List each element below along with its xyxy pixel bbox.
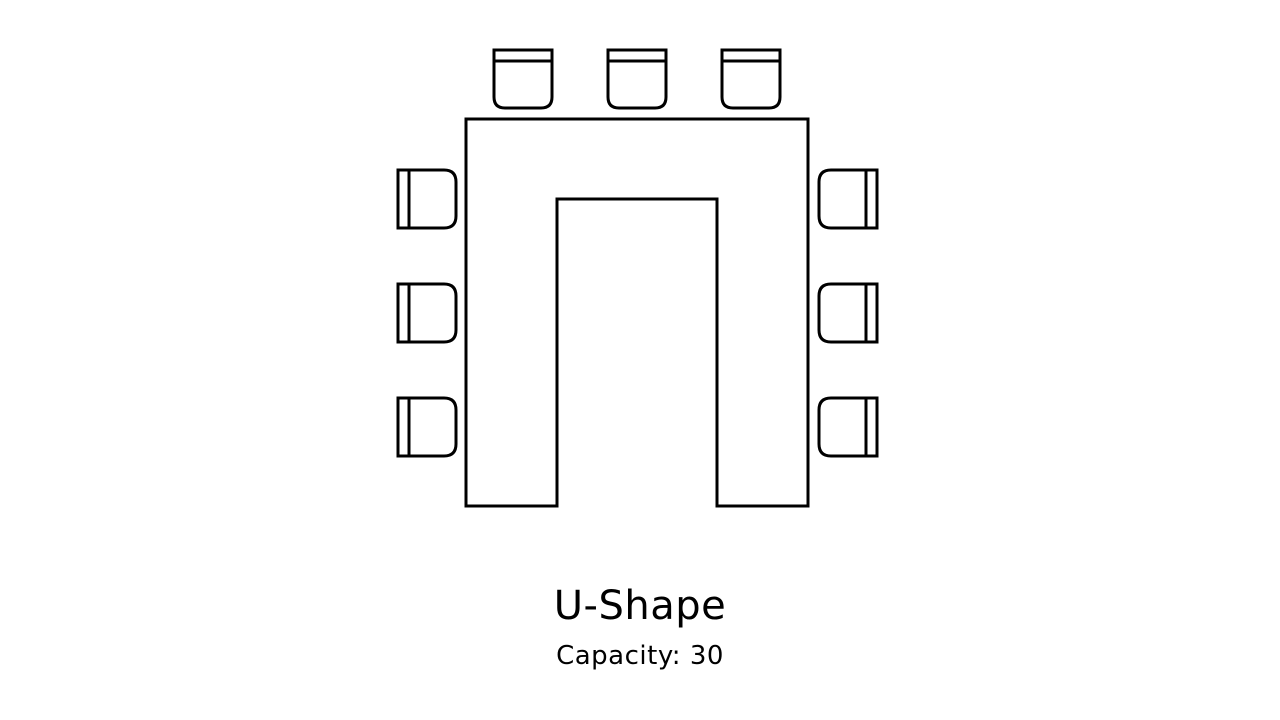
layout-title: U-Shape bbox=[553, 583, 727, 629]
chair-left-2 bbox=[396, 282, 458, 344]
chair-top-1 bbox=[492, 48, 554, 110]
chair-left-1 bbox=[396, 168, 458, 230]
chair-left-3 bbox=[396, 396, 458, 458]
chair-top-2 bbox=[606, 48, 668, 110]
u-shape-table bbox=[464, 117, 810, 508]
chair-right-2 bbox=[817, 282, 879, 344]
chair-top-3 bbox=[720, 48, 782, 110]
capacity-label: Capacity: 30 bbox=[556, 641, 724, 671]
chair-right-1 bbox=[817, 168, 879, 230]
chair-right-3 bbox=[817, 396, 879, 458]
